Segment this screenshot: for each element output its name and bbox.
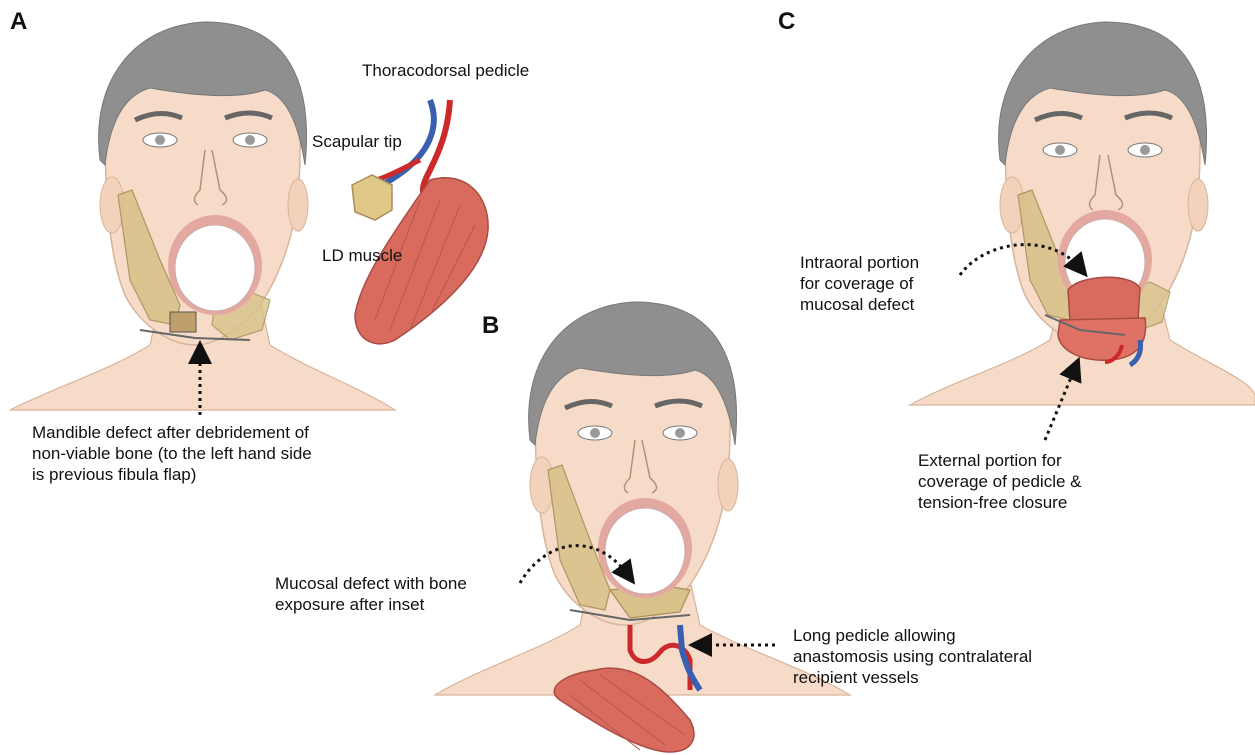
figure-b-iris-left bbox=[590, 428, 600, 438]
label-external-line-3: tension-free closure bbox=[918, 492, 1082, 513]
label-ld-muscle: LD muscle bbox=[322, 245, 402, 266]
label-mucosal-defect-line-1: Mucosal defect with bone bbox=[275, 573, 467, 594]
figure-c-iris-left bbox=[1055, 145, 1065, 155]
label-mandible-defect: Mandible defect after debridement of non… bbox=[32, 422, 312, 485]
figure-c-head bbox=[910, 22, 1255, 405]
label-external-line-1: External portion for bbox=[918, 450, 1082, 471]
label-mandible-defect-line-2: non-viable bone (to the left hand side bbox=[32, 443, 312, 464]
label-intraoral-portion: Intraoral portion for coverage of mucosa… bbox=[800, 252, 919, 315]
figure-a-right-ear bbox=[288, 179, 308, 231]
figure-c-iris-right bbox=[1140, 145, 1150, 155]
label-long-pedicle-line-2: anastomosis using contralateral bbox=[793, 646, 1032, 667]
panel-label-b: B bbox=[482, 312, 499, 340]
figure-a-mouth bbox=[175, 225, 255, 311]
figure-a-fibula-segment bbox=[170, 312, 196, 332]
figure-a-iris-right bbox=[245, 135, 255, 145]
figure-b-head bbox=[435, 302, 850, 752]
figure-c-right-ear bbox=[1188, 179, 1208, 231]
figure-a-head bbox=[10, 22, 395, 410]
figure-b-mouth bbox=[605, 508, 685, 594]
figure-a-iris-left bbox=[155, 135, 165, 145]
figure-b-right-ear bbox=[718, 459, 738, 511]
panel-label-c: C bbox=[778, 8, 795, 36]
label-scapular-tip: Scapular tip bbox=[312, 131, 402, 152]
label-long-pedicle: Long pedicle allowing anastomosis using … bbox=[793, 625, 1032, 688]
label-thoracodorsal-pedicle: Thoracodorsal pedicle bbox=[362, 60, 529, 81]
label-long-pedicle-line-3: recipient vessels bbox=[793, 667, 1032, 688]
label-long-pedicle-line-1: Long pedicle allowing bbox=[793, 625, 1032, 646]
label-intraoral-line-3: mucosal defect bbox=[800, 294, 919, 315]
label-intraoral-line-1: Intraoral portion bbox=[800, 252, 919, 273]
label-external-line-2: coverage of pedicle & bbox=[918, 471, 1082, 492]
label-mucosal-defect-line-2: exposure after inset bbox=[275, 594, 467, 615]
scapular-tip-bone bbox=[352, 175, 392, 220]
label-external-portion: External portion for coverage of pedicle… bbox=[918, 450, 1082, 513]
label-intraoral-line-2: for coverage of bbox=[800, 273, 919, 294]
figure-c-ld-muscle-intraoral bbox=[1068, 277, 1140, 322]
label-mandible-defect-line-3: is previous fibula flap) bbox=[32, 464, 312, 485]
label-mucosal-defect: Mucosal defect with bone exposure after … bbox=[275, 573, 467, 615]
label-mandible-defect-line-1: Mandible defect after debridement of bbox=[32, 422, 312, 443]
panel-label-a: A bbox=[10, 8, 27, 36]
figure-b-iris-right bbox=[675, 428, 685, 438]
